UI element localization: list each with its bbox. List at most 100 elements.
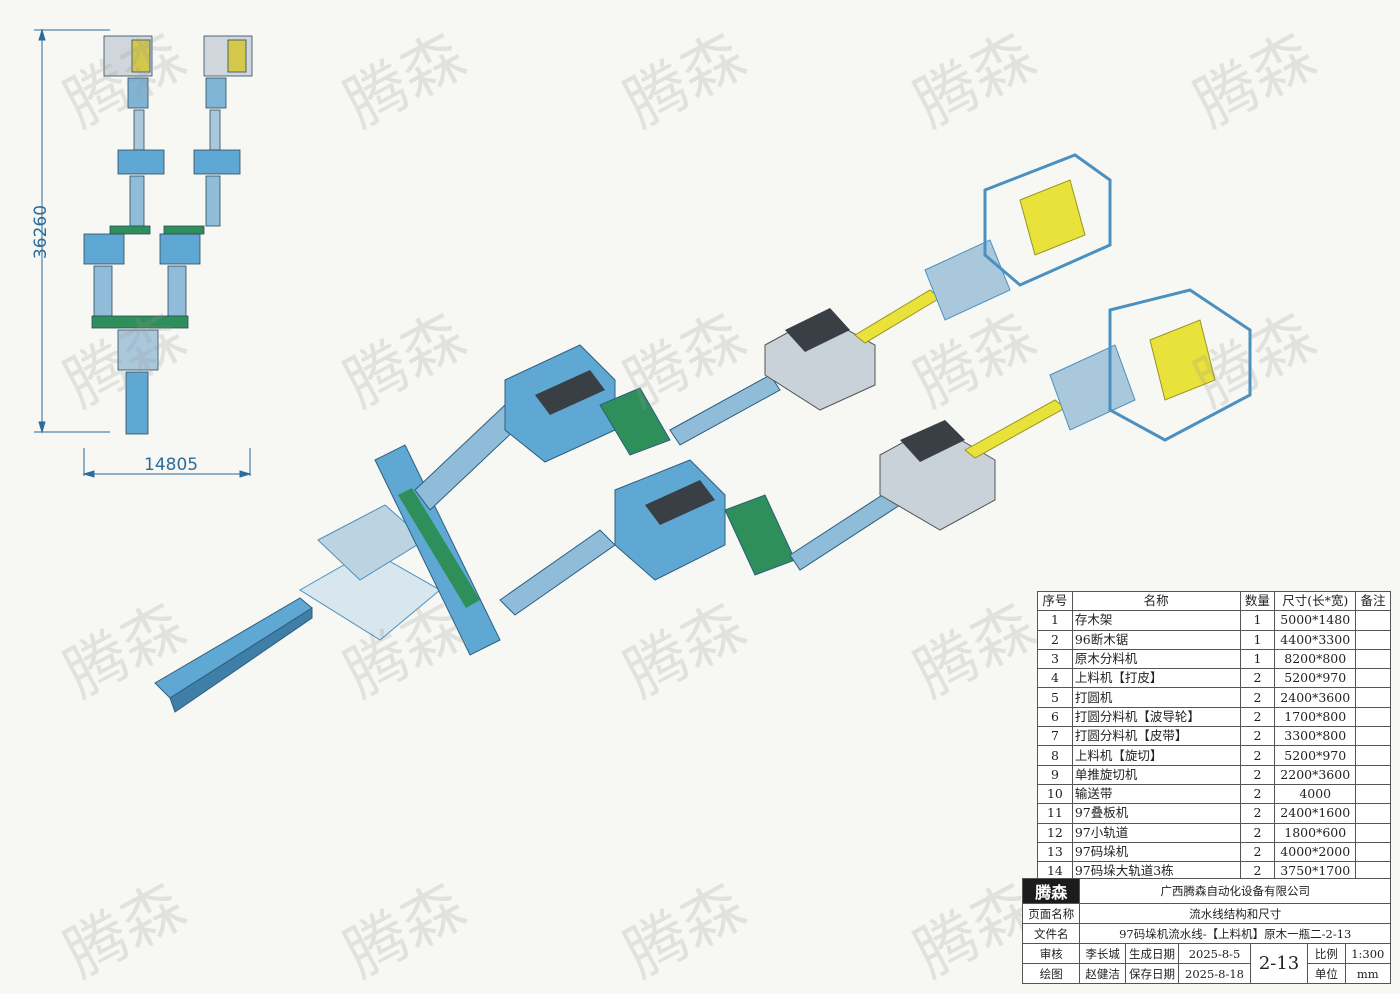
plan-line-left [83,35,165,317]
bom-no: 8 [1037,745,1073,766]
reviewer-name: 李长城 [1079,943,1126,964]
bom-note [1355,648,1391,670]
bom-qty: 2 [1239,783,1276,805]
drafter-label: 绘图 [1021,963,1081,984]
title-block: 腾森 广西腾森自动化设备有限公司 页面名称 流水线结构和尺寸 文件名 97码垛机… [1021,878,1392,984]
bom-note [1355,745,1391,766]
bom-size: 4000 [1274,783,1357,805]
bom-no: 11 [1037,803,1073,824]
width-dimension-line [82,448,252,478]
bom-name: 原木分料机 [1071,648,1241,670]
bom-size: 3750*1700 [1274,861,1357,882]
bom-no: 10 [1037,783,1073,805]
bom-no: 13 [1037,841,1073,863]
bom-no: 2 [1037,629,1073,650]
bom-no: 12 [1037,822,1073,843]
upper-line [414,153,1112,511]
bom-name: 96断木锯 [1071,629,1241,650]
log-sorting-conveyor [374,444,501,656]
bom-name: 单推旋切机 [1071,764,1241,785]
bom-size: 1700*800 [1274,706,1357,728]
bom-size: 5200*970 [1274,668,1357,689]
bom-note [1355,687,1391,708]
width-dimension-label: 14805 [144,455,199,475]
plan-common-infeed [91,225,205,435]
bom-note [1355,783,1391,805]
bom-name: 97码垛机 [1071,841,1241,863]
bom-note [1355,841,1391,863]
scale-label: 比例 [1307,943,1346,964]
bom-note [1355,726,1391,747]
bom-size: 5200*970 [1274,745,1357,766]
bom-name: 打圆机 [1071,687,1241,708]
unit-value: mm [1344,963,1392,984]
bom-note [1355,822,1391,843]
bom-no: 1 [1037,610,1073,631]
bom-size: 8200*800 [1274,648,1357,670]
bom-size: 2200*3600 [1274,764,1357,785]
bom-name: 打圆分料机【皮带】 [1071,726,1241,747]
save-date-label: 保存日期 [1124,963,1180,984]
bom-header-note: 备注 [1355,590,1391,612]
height-dimension-line [34,28,110,434]
bom-note [1355,764,1391,785]
bom-header-size: 尺寸(长*宽) [1274,590,1357,612]
bom-qty: 1 [1239,610,1276,631]
bom-no: 5 [1037,687,1073,708]
company-logo: 腾森 [1021,878,1081,904]
file-name-label: 文件名 [1021,923,1081,944]
page-name: 流水线结构和尺寸 [1079,903,1391,924]
bom-size: 1800*600 [1274,822,1357,843]
review-label: 审核 [1021,943,1081,964]
scale-value: 1:300 [1344,943,1392,964]
bom-name: 97小轨道 [1071,822,1241,843]
bom-no: 7 [1037,726,1073,747]
unit-label: 单位 [1307,963,1346,984]
bom-qty: 1 [1239,629,1276,650]
bom-header-qty: 数量 [1239,590,1276,612]
bom-note [1355,803,1391,824]
bom-no: 9 [1037,764,1073,785]
bom-name: 输送带 [1071,783,1241,805]
bom-qty: 2 [1239,745,1276,766]
bom-size: 2400*3600 [1274,687,1357,708]
drafter-name: 赵健洁 [1079,963,1126,984]
bom-size: 3300*800 [1274,726,1357,747]
lower-line [499,288,1252,616]
bom-qty: 2 [1239,764,1276,785]
cut-off-saw [299,504,441,641]
bom-name: 97叠板机 [1071,803,1241,824]
bom-qty: 1 [1239,648,1276,670]
bom-name: 上料机【打皮】 [1071,668,1241,689]
bom-qty: 2 [1239,668,1276,689]
page-name-label: 页面名称 [1021,903,1081,924]
bom-note [1355,610,1391,631]
bom-name: 上料机【旋切】 [1071,745,1241,766]
company-name: 广西腾森自动化设备有限公司 [1079,878,1391,904]
bom-note [1355,668,1391,689]
bom-qty: 2 [1239,803,1276,824]
bom-size: 5000*1480 [1274,610,1357,631]
bom-header-name: 名称 [1071,590,1241,612]
plan-line-right [159,35,253,317]
bom-qty: 2 [1239,706,1276,728]
bom-no: 4 [1037,668,1073,689]
bom-size: 2400*1600 [1274,803,1357,824]
bom-no: 6 [1037,706,1073,728]
bom-qty: 2 [1239,841,1276,863]
bom-no: 3 [1037,648,1073,670]
bom-header-row: 序号 名称 数量 尺寸(长*宽) 备注 [1037,590,1391,612]
gen-date: 2025-8-5 [1178,943,1251,964]
